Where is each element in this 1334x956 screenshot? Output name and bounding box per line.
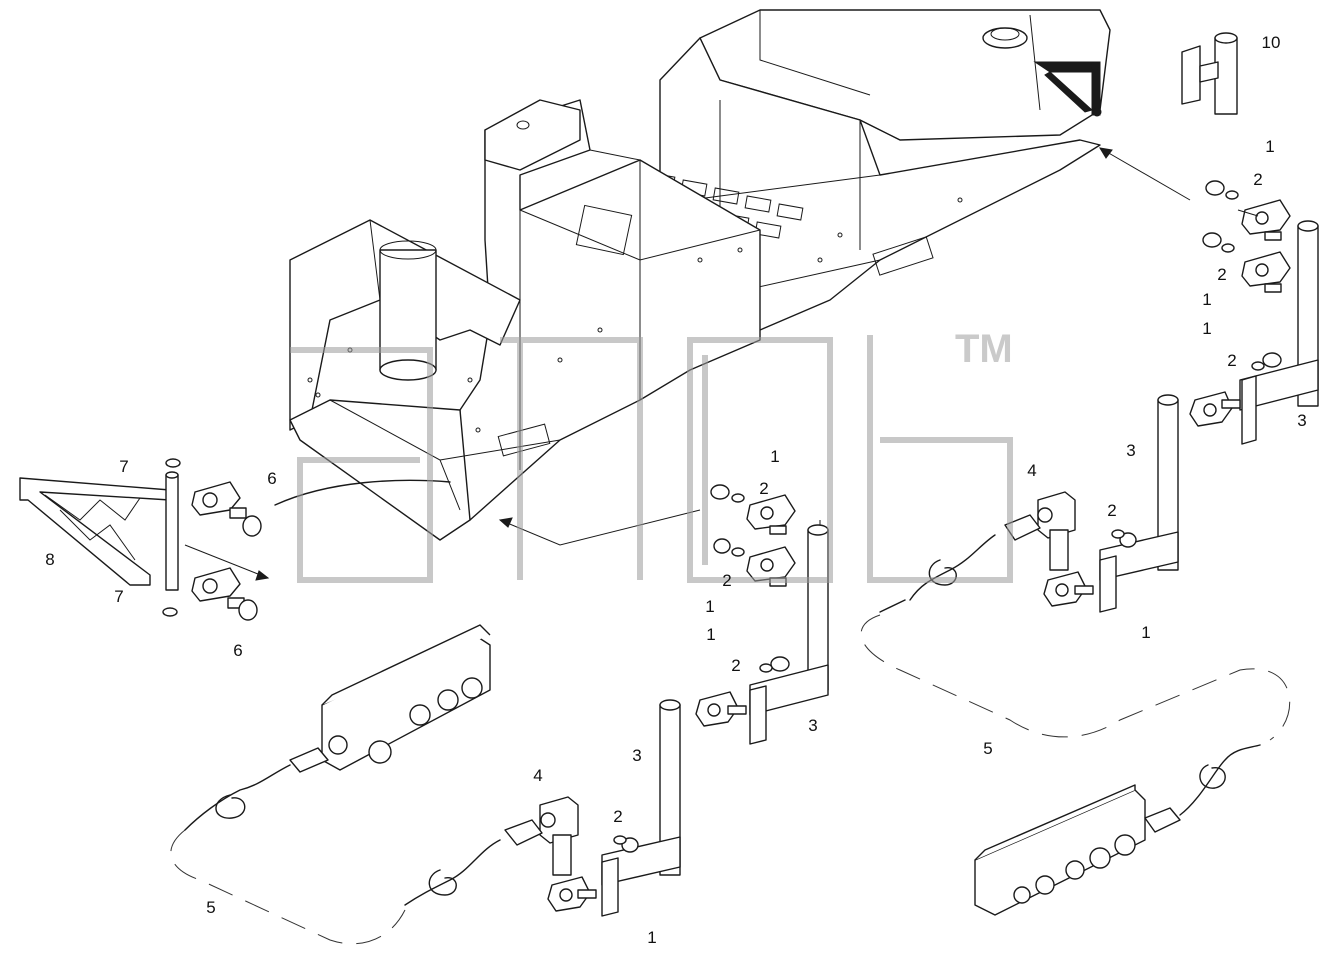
callout-c2b: 2	[1217, 265, 1226, 284]
callout-c5a: 5	[983, 739, 992, 758]
callout-c1e: 1	[770, 447, 779, 466]
callout-c1c: 1	[1202, 319, 1211, 338]
callout-c1g: 1	[706, 625, 715, 644]
callout-c2e: 2	[759, 479, 768, 498]
mount-assembly-right	[860, 180, 1319, 916]
callout-c3a: 3	[1297, 411, 1306, 430]
callout-c5b: 5	[206, 898, 215, 917]
callout-c3b: 3	[1126, 441, 1135, 460]
callout-c4b: 4	[533, 766, 542, 785]
callout-c2d: 2	[1107, 501, 1116, 520]
machine-frame	[289, 9, 1111, 541]
callout-c3c: 3	[808, 716, 817, 735]
callout-c7b: 7	[114, 587, 123, 606]
callout-c2c: 2	[1227, 351, 1236, 370]
watermark-trademark: TM	[955, 327, 1013, 371]
callout-c1f: 1	[705, 597, 714, 616]
callout-c1h: 1	[647, 928, 656, 947]
clamp-set-left	[162, 458, 262, 621]
support-arm-bracket	[19, 471, 179, 591]
callout-c1a: 1	[1265, 137, 1274, 156]
callout-c8: 8	[45, 550, 54, 569]
callout-c2h: 2	[613, 807, 622, 826]
callout-c2g: 2	[731, 656, 740, 675]
callout-c3d: 3	[632, 746, 641, 765]
callout-c4a: 4	[1027, 461, 1036, 480]
callout-c10: 10	[1262, 33, 1281, 52]
callout-c2f: 2	[722, 571, 731, 590]
callout-c7a: 7	[119, 457, 128, 476]
mount-assembly-center	[170, 484, 829, 945]
callout-c6b: 6	[233, 641, 242, 660]
callout-c1d: 1	[1141, 623, 1150, 642]
support-post-item-10	[1181, 32, 1238, 115]
watermark-logo: TM	[290, 327, 1013, 583]
callout-c1b: 1	[1202, 290, 1211, 309]
callout-c6a: 6	[267, 469, 276, 488]
callout-c2a: 2	[1253, 170, 1262, 189]
